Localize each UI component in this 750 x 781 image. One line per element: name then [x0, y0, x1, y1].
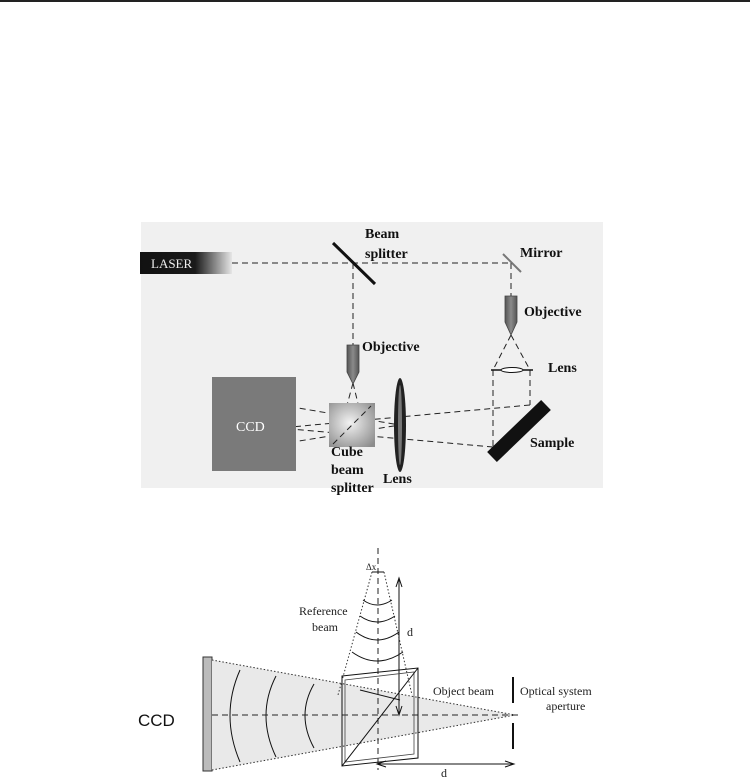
ccd-sensor-strip	[203, 657, 212, 771]
reference-label-2: beam	[312, 620, 339, 634]
delta-x-label: Δx	[366, 562, 377, 572]
setup-diagram: LASER Beam splitter Mirror Objective Len…	[140, 222, 603, 496]
geometry-diagram: CCD Δx Reference beam d	[138, 548, 592, 780]
d-vertical-label: d	[407, 625, 413, 639]
cube-label-1: Cube	[331, 445, 363, 460]
lens-right-body	[501, 368, 523, 373]
ccd-label: CCD	[236, 420, 265, 435]
cube-label-3: splitter	[331, 481, 374, 496]
sample-label: Sample	[530, 436, 574, 451]
lens-bottom-label: Lens	[383, 472, 412, 487]
reference-cone-left	[338, 572, 372, 695]
beam-splitter-label-1: Beam	[365, 227, 400, 242]
object-beam-label: Object beam	[433, 684, 495, 698]
aperture-label-1: Optical system	[520, 684, 592, 698]
aperture-label-2: aperture	[546, 699, 585, 713]
ccd-label-bottom: CCD	[138, 711, 175, 730]
d-horizontal-label: d	[441, 766, 447, 780]
cube-label-2: beam	[331, 463, 364, 478]
mirror-label: Mirror	[520, 246, 563, 261]
lens-right-label: Lens	[548, 361, 577, 376]
beam-splitter-label-2: splitter	[365, 247, 408, 262]
objective-left-label: Objective	[362, 340, 420, 355]
reference-label-1: Reference	[299, 604, 348, 618]
laser-label: LASER	[151, 256, 193, 271]
lens-bottom-highlight	[398, 385, 402, 465]
objective-right-label: Objective	[524, 305, 582, 320]
